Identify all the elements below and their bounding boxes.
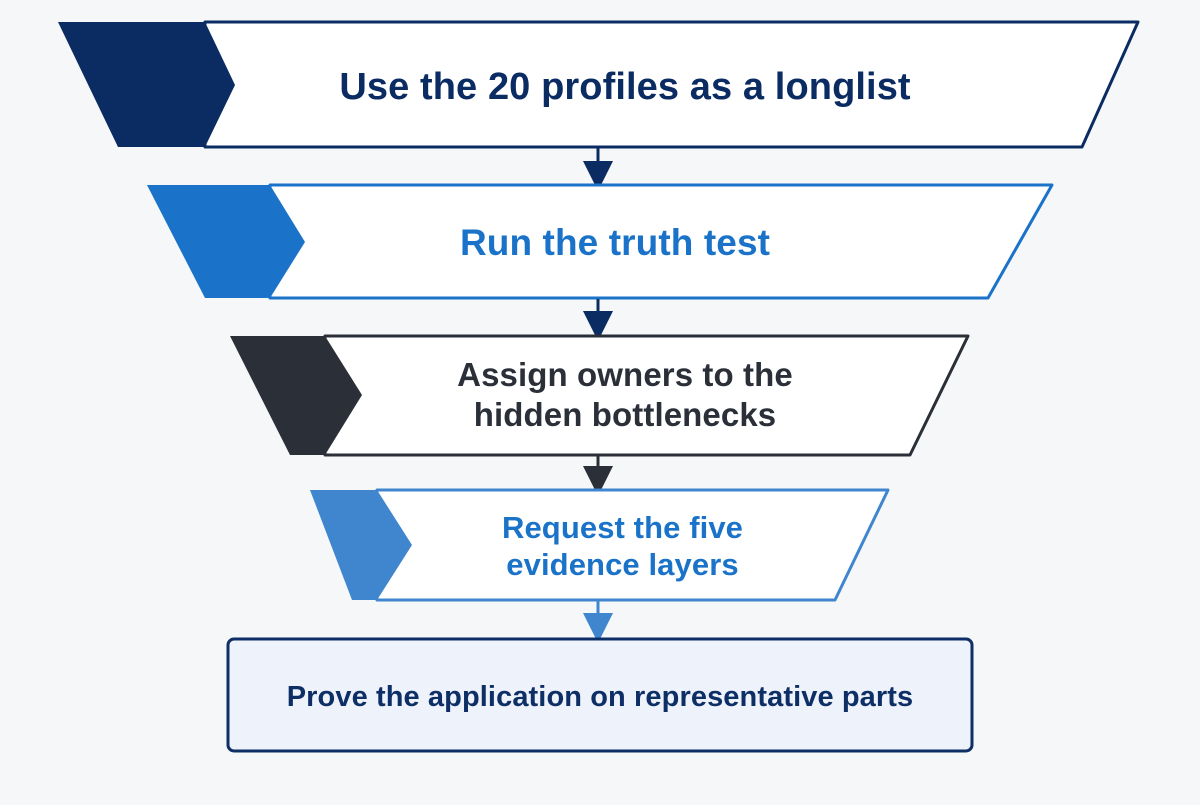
funnel-step-1 — [58, 20, 1140, 149]
step-3-label-line-1: Assign owners to the — [457, 356, 793, 394]
funnel-step-2 — [147, 183, 1054, 300]
step-4-label-line-2: evidence layers — [506, 547, 739, 582]
step-1-label: Use the 20 profiles as a longlist — [339, 66, 911, 109]
step-4-label-line-1: Request the five — [501, 509, 744, 545]
funnel-step-4 — [310, 488, 890, 602]
funnel-step-5 — [226, 637, 974, 753]
step-3-label: Assign owners to the hidden bottlenecks — [360, 350, 890, 440]
step-1-chevron — [58, 22, 235, 147]
step-3-chevron — [230, 336, 362, 455]
step-2-label: Run the truth test — [459, 221, 771, 263]
step-3-label-line-2: hidden bottlenecks — [473, 396, 777, 433]
step-4-label: Request the five evidence layers — [405, 503, 840, 589]
funnel-step-3 — [230, 334, 970, 457]
step-5-box — [226, 637, 974, 753]
step-2-chevron — [147, 185, 305, 298]
step-5-label: Prove the application on representative … — [286, 680, 914, 713]
step-4-chevron — [310, 490, 412, 600]
